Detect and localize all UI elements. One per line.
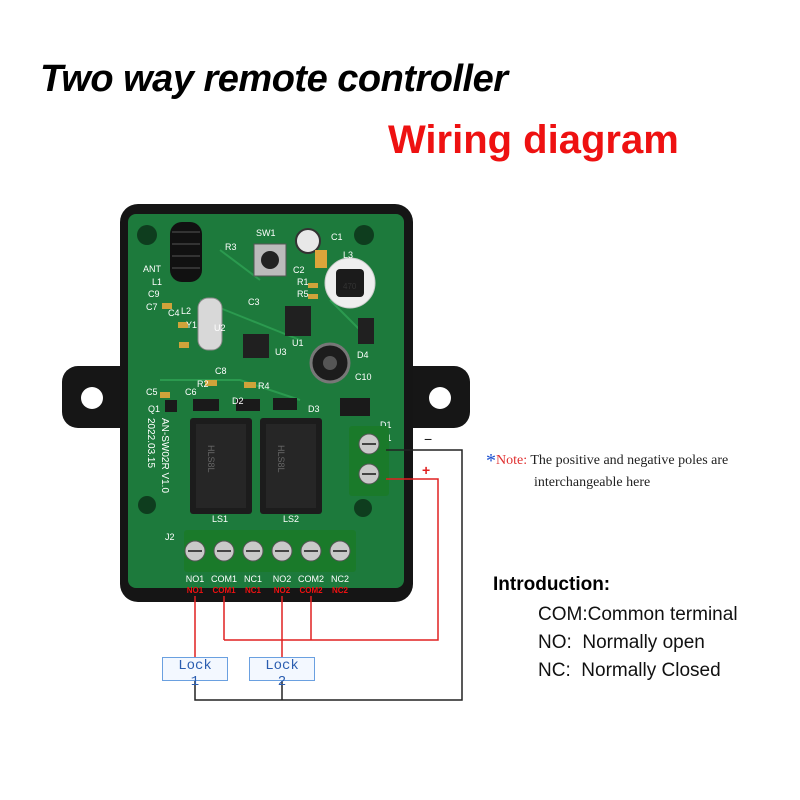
terminal-label-board-3: NC1 — [244, 574, 262, 584]
svg-text:Q1: Q1 — [148, 404, 160, 414]
relay-ls1: HLS8L — [190, 418, 252, 514]
svg-text:R5: R5 — [297, 289, 309, 299]
terminal-labels-board: NO1 COM1 NC1 NO2 COM2 NC2 — [186, 574, 349, 584]
terminal-label-board-5: COM2 — [298, 574, 324, 584]
terminal-label-board-1: NO1 — [186, 574, 205, 584]
board-version-text: AN-SW02R V1.0 2022.03.15 — [145, 418, 170, 493]
note-text-line2: interchangeable here — [534, 475, 651, 490]
svg-text:C10: C10 — [355, 372, 372, 382]
svg-text:C7: C7 — [146, 302, 158, 312]
svg-text:ANT: ANT — [143, 264, 162, 274]
terminal-label-board-2: COM1 — [211, 574, 237, 584]
svg-text:R4: R4 — [258, 381, 270, 391]
wire-input-negative — [282, 449, 463, 701]
terminal-label-red-4: NO2 — [274, 586, 291, 595]
intro-row-no: NO: Normally open — [538, 632, 705, 653]
svg-text:D2: D2 — [232, 396, 244, 406]
svg-text:D3: D3 — [308, 404, 320, 414]
introduction-heading: Introduction: — [493, 574, 611, 595]
svg-text:U3: U3 — [275, 347, 287, 357]
relay-ls2: HLS8L — [260, 418, 322, 514]
svg-text:L1: L1 — [152, 277, 162, 287]
terminal-label-board-6: NC2 — [331, 574, 349, 584]
svg-text:L2: L2 — [181, 306, 191, 316]
intro-row-com: COM:Common terminal — [538, 604, 738, 625]
svg-text:HLS8L: HLS8L — [206, 445, 216, 473]
terminal-label-red-5: COM2 — [299, 586, 323, 595]
svg-text:R3: R3 — [225, 242, 237, 252]
svg-text:LS1: LS1 — [212, 514, 228, 524]
terminal-labels-red: NO1 COM1 NC1 NO2 COM2 NC2 — [187, 586, 349, 595]
terminal-label-red-2: COM1 — [212, 586, 236, 595]
terminal-label-red-1: NO1 — [187, 586, 204, 595]
wire-input-positive — [224, 478, 439, 641]
svg-text:C9: C9 — [148, 289, 160, 299]
svg-text:R2: R2 — [197, 379, 209, 389]
output-terminal-block — [184, 530, 356, 572]
page-subtitle: Wiring diagram — [388, 118, 679, 162]
note-text-line1: The positive and negative poles are — [527, 453, 729, 468]
mount-hole-right — [429, 387, 451, 409]
terminal-label-red-6: NC2 — [332, 586, 349, 595]
input-minus-sign: − — [424, 431, 432, 447]
svg-text:D1: D1 — [380, 420, 392, 430]
lock-1-label: Lock 1 — [178, 658, 212, 690]
terminal-label-board-4: NO2 — [273, 574, 292, 584]
svg-text:Y1: Y1 — [186, 320, 197, 330]
svg-text:J2: J2 — [165, 532, 175, 542]
svg-text:L3: L3 — [343, 250, 353, 260]
wire-lock-return — [194, 680, 282, 701]
input-terminal-block — [349, 426, 389, 496]
svg-text:C2: C2 — [293, 265, 305, 275]
svg-text:C8: C8 — [215, 366, 227, 376]
svg-text:C3: C3 — [248, 297, 260, 307]
polarity-note: *Note: The positive and negative poles a… — [486, 450, 776, 494]
lock-2-box: Lock 2 — [249, 657, 315, 690]
svg-text:U2: U2 — [214, 323, 226, 333]
asterisk-icon: * — [486, 450, 496, 472]
svg-text:C5: C5 — [146, 387, 158, 397]
lock-2-label: Lock 2 — [265, 658, 299, 690]
svg-text:SW1: SW1 — [256, 228, 276, 238]
svg-text:D4: D4 — [357, 350, 369, 360]
svg-text:2022.03.15: 2022.03.15 — [145, 418, 156, 468]
svg-text:470: 470 — [343, 282, 357, 291]
svg-text:C6: C6 — [185, 387, 197, 397]
lock-1-box: Lock 1 — [162, 657, 228, 690]
terminal-label-red-3: NC1 — [245, 586, 262, 595]
input-plus-sign: + — [422, 462, 430, 478]
note-label: Note: — [496, 453, 528, 468]
intro-row-nc: NC: Normally Closed — [538, 660, 721, 681]
wiring — [194, 449, 463, 701]
svg-text:R1: R1 — [297, 277, 309, 287]
mount-hole-left — [81, 387, 103, 409]
svg-text:C1: C1 — [331, 232, 343, 242]
svg-text:AN-SW02R V1.0: AN-SW02R V1.0 — [159, 418, 170, 493]
svg-text:LS2: LS2 — [283, 514, 299, 524]
page-title: Two way remote controller — [40, 58, 508, 100]
svg-text:HLS8L: HLS8L — [276, 445, 286, 473]
svg-text:U1: U1 — [292, 338, 304, 348]
svg-text:C4: C4 — [168, 308, 180, 318]
